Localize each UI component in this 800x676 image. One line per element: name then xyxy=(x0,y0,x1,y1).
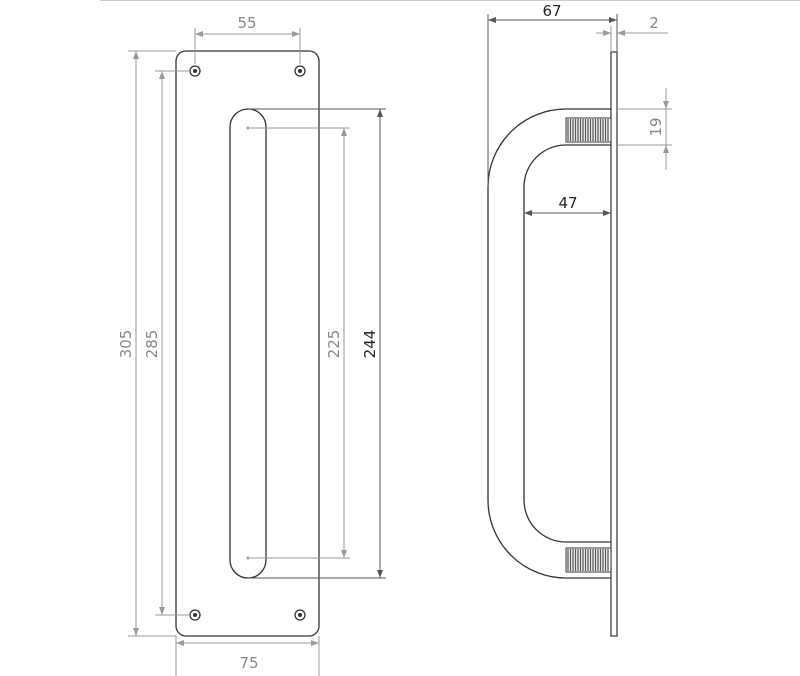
dim-clearance xyxy=(524,210,611,216)
side-view xyxy=(487,51,618,637)
dim-plate-height xyxy=(128,50,176,637)
screw-hole-bottom-left-center xyxy=(193,613,197,617)
handle-top-center-mark xyxy=(246,126,250,130)
screw-hole-top-right xyxy=(294,65,306,77)
backplate-side xyxy=(610,51,618,637)
dim-handle-overall xyxy=(248,108,386,579)
side-dimensions xyxy=(487,14,672,216)
dim-plate-thickness xyxy=(596,26,668,52)
threaded-fixing-bottom xyxy=(565,547,612,573)
label-handle-inner: 225 xyxy=(325,330,343,359)
label-plate-width: 75 xyxy=(239,654,258,672)
dim-projection xyxy=(487,14,618,187)
screw-hole-top-left-center xyxy=(193,69,197,73)
label-plate-height: 305 xyxy=(117,330,135,359)
screw-hole-bottom-right-center xyxy=(298,613,302,617)
handle-bar-outline xyxy=(229,108,267,579)
label-projection: 67 xyxy=(542,2,561,20)
dim-handle-inner xyxy=(250,127,350,559)
dimension-labels: 55 305 285 225 244 75 67 2 19 47 xyxy=(117,2,665,672)
handle-bottom-center-mark xyxy=(246,556,250,560)
label-plate-thickness: 2 xyxy=(649,14,659,32)
label-bar-diameter: 19 xyxy=(647,117,665,136)
dim-plate-width xyxy=(175,636,320,676)
label-hole-spacing: 55 xyxy=(237,14,256,32)
dim-bar-diameter xyxy=(617,88,672,170)
front-dimensions xyxy=(128,28,386,676)
label-hole-centers: 285 xyxy=(143,330,161,359)
screw-hole-bottom-right xyxy=(294,609,306,621)
threaded-fixing-top xyxy=(565,117,612,143)
label-clearance: 47 xyxy=(558,194,577,212)
backplate-outline xyxy=(175,50,320,637)
screw-hole-top-right-center xyxy=(298,69,302,73)
dim-hole-centers xyxy=(155,70,190,616)
screw-holes xyxy=(189,65,306,621)
handle-outer-profile xyxy=(487,108,611,579)
dim-hole-spacing xyxy=(194,28,301,64)
front-view xyxy=(175,50,320,637)
handle-inner-profile xyxy=(523,144,611,543)
label-handle-overall: 244 xyxy=(361,330,379,359)
